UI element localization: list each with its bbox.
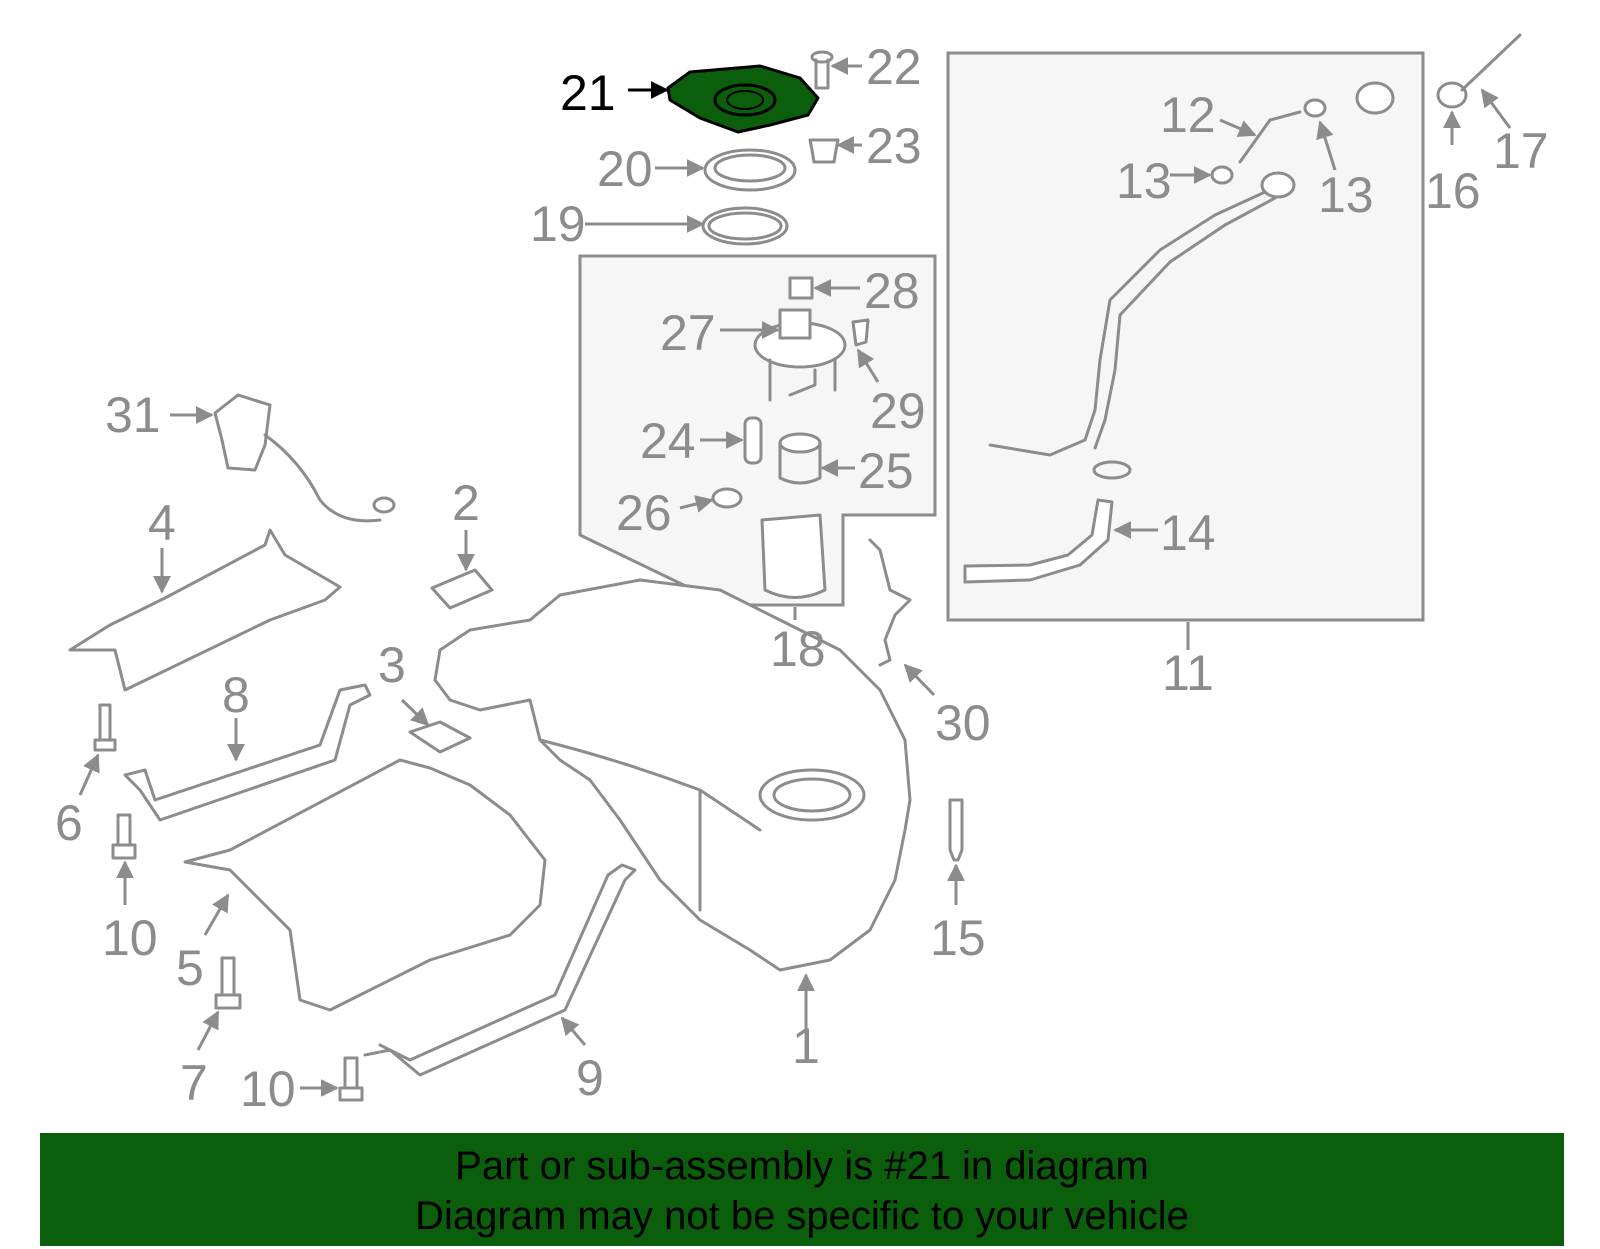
part-20-lock-ring [703,148,797,192]
callout-19: 19 [530,196,586,252]
info-banner: Part or sub-assembly is #21 in diagram D… [40,1133,1564,1246]
part-15-valve [948,798,964,862]
callout-21[interactable]: 21 [560,65,616,121]
leader-29 [856,348,880,383]
part-30-sensor [868,538,912,667]
banner-line-2: Diagram may not be specific to your vehi… [415,1194,1189,1238]
banner-line-1: Part or sub-assembly is #21 in diagram [455,1144,1149,1188]
callout-15: 15 [930,910,986,966]
part-19-gasket [701,206,789,246]
callout-18: 18 [770,621,826,677]
leader-26 [679,495,714,513]
callout-12: 12 [1160,87,1216,143]
callout-2: 2 [452,475,480,531]
part-28-connector [788,276,814,300]
callout-6: 6 [55,795,83,851]
leader-12 [1219,118,1257,137]
leader-13b [1316,120,1337,171]
callout-17: 17 [1493,123,1549,179]
part-7-bolt [214,956,242,1010]
callout-22: 22 [866,39,922,95]
leader-6 [78,753,100,796]
leader-17 [1480,88,1512,129]
part-3-pad [408,720,472,754]
part-13-clamp [1210,98,1327,185]
callout-3: 3 [378,637,406,693]
callout-14: 14 [1160,505,1216,561]
part-11-filler-pipe [988,171,1296,457]
callout-5: 5 [176,940,204,996]
callout-1: 1 [792,1018,820,1074]
leader-7 [196,1010,220,1051]
part-14-hose [963,460,1132,584]
part-10b-bolt [338,1056,364,1102]
callout-10b: 10 [240,1061,296,1117]
leader-30 [903,663,936,697]
part-10a-bolt [111,813,137,860]
callout-28: 28 [864,263,920,319]
part-2-clip [430,568,494,610]
callout-16: 16 [1425,163,1481,219]
part-26-regulator [711,487,743,509]
part-5-heat-shield [183,758,547,1012]
callout-10a: 10 [102,910,158,966]
group-box-11 [946,51,1425,622]
callout-20: 20 [597,141,653,197]
callout-8: 8 [222,667,250,723]
part-cap [1355,81,1395,115]
leader-9 [560,1016,587,1046]
part-17-rod [1460,33,1522,92]
callout-13b: 13 [1318,167,1374,223]
part-27-pump-flange [753,308,847,402]
part-9-strap [363,863,637,1077]
callout-4: 4 [148,495,176,551]
part-31-canister [213,393,396,523]
part-18-reservoir [760,513,827,599]
callout-26: 26 [616,485,672,541]
part-8-strap [123,683,372,822]
part-1-fuel-tank [433,578,912,972]
part-22-bolt [810,50,834,90]
callout-23: 23 [866,118,922,174]
leader-5 [203,893,230,936]
part-29-sensor [851,318,870,347]
callout-30: 30 [935,695,991,751]
leader-3 [400,698,430,727]
callout-27: 27 [660,305,716,361]
part-24-pump [743,416,763,465]
callout-25: 25 [858,443,914,499]
part-12-hose [1238,110,1302,164]
part-4-shield [68,528,342,692]
callout-11: 11 [1162,645,1214,701]
part-21-highlighted[interactable] [666,64,820,134]
callout-29: 29 [870,383,926,439]
part-6-bolt [93,703,117,752]
part-23-nut [808,138,840,164]
callout-9: 9 [576,1050,604,1106]
callout-13a: 13 [1116,153,1172,209]
part-16-ring [1436,81,1468,109]
callout-24: 24 [640,413,696,469]
callout-31: 31 [105,387,161,443]
part-25-filter [778,432,822,485]
callout-7: 7 [180,1055,208,1111]
